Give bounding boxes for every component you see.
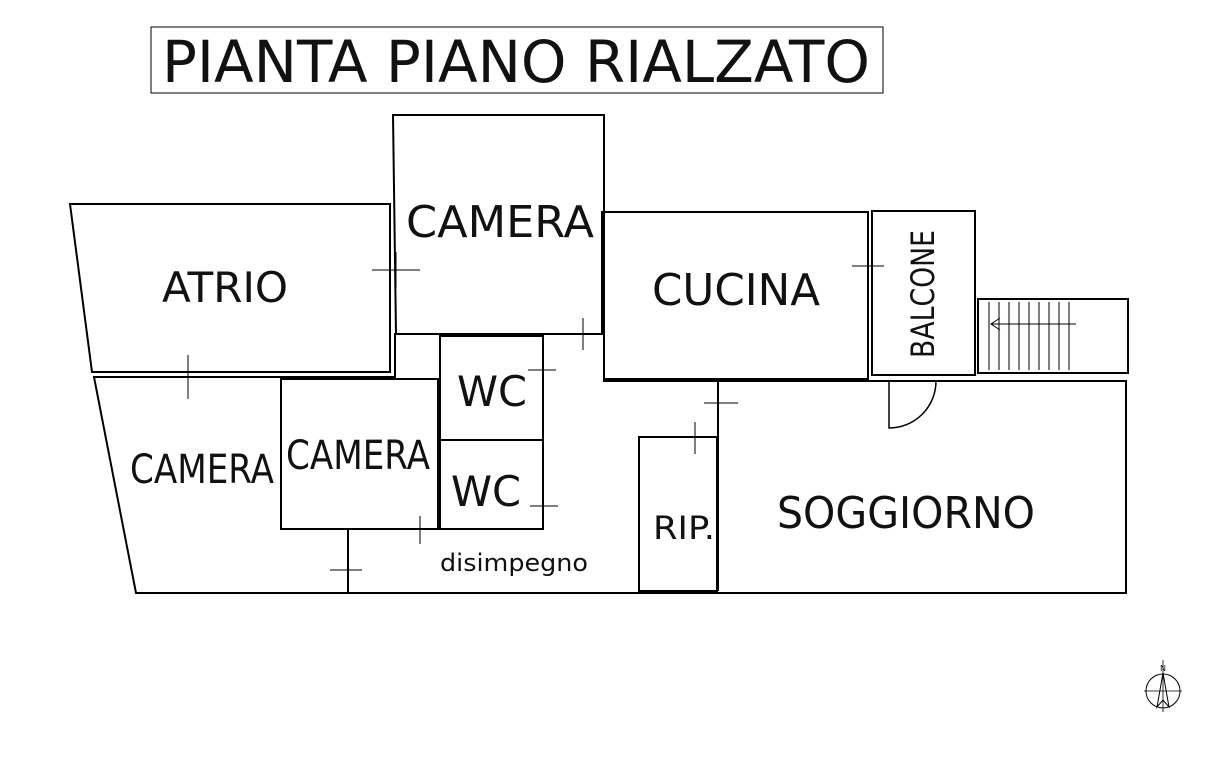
title-block: PIANTA PIANO RIALZATO [150, 26, 884, 96]
room-label-camera-left: CAMERA [130, 447, 275, 493]
wall-wc-lower [439, 439, 544, 530]
title-frame [150, 26, 884, 94]
room-label-balcone: BALCONE [904, 230, 942, 358]
door-markers [175, 250, 884, 586]
wall-camera-mid [280, 378, 439, 530]
room-label-rip: RIP. [653, 509, 715, 547]
room-label-cucina: CUCINA [652, 265, 820, 316]
plan-title: PIANTA PIANO RIALZATO [162, 28, 870, 96]
stair-arrow-icon [990, 317, 1076, 331]
room-label-soggiorno: SOGGIORNO [777, 488, 1035, 539]
door-marker [405, 516, 435, 544]
door-marker [852, 250, 884, 282]
north-compass: N [1144, 660, 1182, 712]
compass-north-label: N [1160, 664, 1166, 673]
wall-cucina [603, 211, 869, 380]
wall-atrio [68, 203, 391, 373]
door-marker [570, 318, 600, 350]
door-marker [330, 556, 362, 586]
door-marker [680, 422, 712, 454]
room-label-atrio: ATRIO [162, 263, 288, 312]
door-marker [372, 252, 420, 288]
wall-stair [977, 298, 1129, 374]
door-marker [530, 490, 558, 522]
balcone-door-swing [888, 380, 937, 429]
room-label-camera-top: CAMERA [406, 197, 594, 248]
door-marker [175, 355, 205, 399]
room-label-wc-lower: WC [451, 467, 521, 516]
room-label-wc-upper: WC [457, 367, 527, 416]
wall-lower-block [92, 333, 1127, 594]
room-label-camera-mid: CAMERA [286, 433, 431, 479]
room-label-disimpegno: disimpegno [440, 549, 588, 577]
door-marker [704, 388, 738, 420]
stairs [988, 302, 1076, 370]
door-marker [528, 355, 556, 385]
wall-balcone [871, 210, 976, 376]
